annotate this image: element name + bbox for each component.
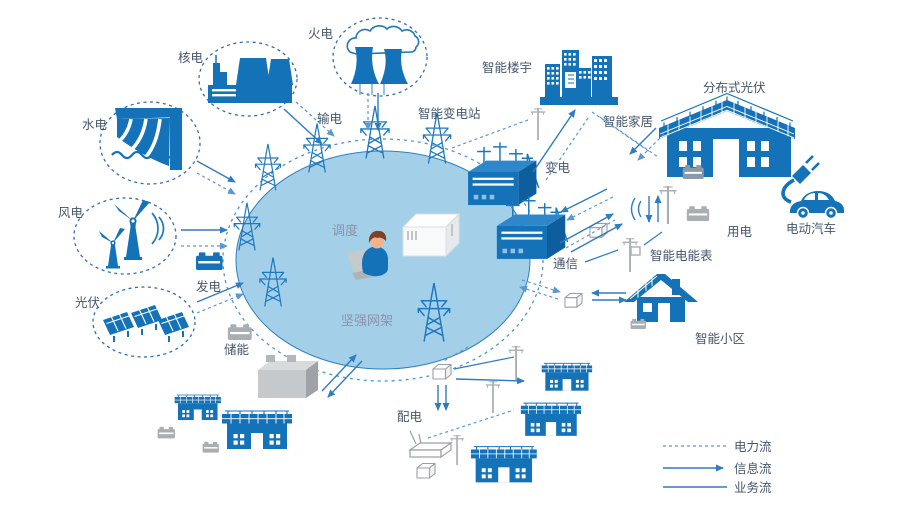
nuclear-plant-icon	[208, 55, 293, 103]
utility-pole-icon	[484, 380, 502, 414]
thermal-node: 火电	[308, 17, 428, 97]
label-wind: 风电	[58, 205, 84, 220]
label-smart-home: 智能家居	[603, 114, 653, 129]
cooling-towers-icon	[351, 47, 408, 95]
pv-node: 光伏	[75, 286, 196, 358]
data-center-box	[401, 212, 461, 258]
router-icon	[408, 430, 453, 459]
label-communication: 通信	[553, 256, 578, 271]
cube-icon	[416, 462, 436, 479]
label-dispatch: 调度	[332, 223, 358, 239]
solar-panels-icon	[103, 305, 189, 342]
label-hydro: 水电	[82, 117, 108, 132]
hydro-node: 水电	[82, 101, 201, 185]
label-smart-substation: 智能变电站	[418, 106, 481, 121]
label-distributed-pv: 分布式光伏	[703, 80, 766, 95]
warehouse-icon	[221, 410, 293, 450]
legend-info-flow: 信息流	[734, 461, 772, 476]
utility-pole-icon	[449, 434, 465, 466]
small-battery-icon	[157, 426, 175, 439]
warehouse-icon	[174, 394, 222, 421]
utility-pole-icon	[529, 107, 547, 141]
label-smart-building: 智能楼宇	[482, 60, 532, 75]
warehouse-icon	[470, 446, 538, 483]
label-distribution: 配电	[397, 409, 423, 424]
flow-lines	[181, 93, 665, 439]
label-substation: 变电	[545, 160, 571, 175]
cube-icon	[564, 292, 583, 308]
label-strong-grid: 坚强网架	[341, 314, 393, 329]
utility-pole-icon	[507, 345, 525, 381]
label-nuclear: 核电	[178, 50, 204, 65]
label-pv: 光伏	[75, 295, 101, 310]
nuclear-node: 核电	[178, 41, 298, 117]
smart-community-icon	[624, 274, 698, 322]
wind-turbines-icon	[99, 200, 165, 269]
storage-battery-icon	[227, 324, 252, 340]
dispatch-person	[347, 230, 388, 280]
hydro-dam-icon	[111, 108, 182, 170]
wind-node: 风电	[58, 197, 177, 275]
label-thermal: 火电	[308, 26, 334, 41]
label-smart-meter: 智能电能表	[650, 248, 713, 263]
power-use-pole-icon	[658, 184, 678, 226]
label-ev: 电动汽车	[786, 221, 836, 236]
smart-building-icon	[540, 50, 618, 105]
label-smart-community: 智能小区	[695, 331, 745, 346]
label-power-use: 用电	[727, 224, 753, 239]
small-battery-icon	[686, 206, 710, 221]
warehouse-icon	[520, 402, 582, 437]
wifi-arc	[637, 200, 642, 218]
legend: 电力流 信息流 业务流	[663, 439, 772, 495]
storage-big-battery-icon	[258, 355, 318, 398]
label-storage: 储能	[224, 342, 250, 357]
distributed-pv-icon	[659, 92, 795, 177]
cube-icon	[432, 363, 452, 380]
ev-icon	[781, 155, 844, 220]
legend-business-flow: 业务流	[734, 480, 772, 495]
wifi-arc	[630, 197, 636, 221]
smart-meter-icon	[621, 237, 641, 273]
label-generation: 发电	[196, 279, 222, 294]
generation-battery-icon	[195, 252, 223, 270]
communication-transformer-icon	[496, 195, 569, 260]
small-battery-icon	[202, 441, 219, 453]
steam-cloud-icon	[346, 25, 420, 55]
legend-power-flow: 电力流	[734, 439, 772, 454]
warehouse-icon	[541, 362, 593, 392]
substation-transformer-icon	[467, 141, 540, 206]
label-transmission: 输电	[317, 111, 343, 126]
